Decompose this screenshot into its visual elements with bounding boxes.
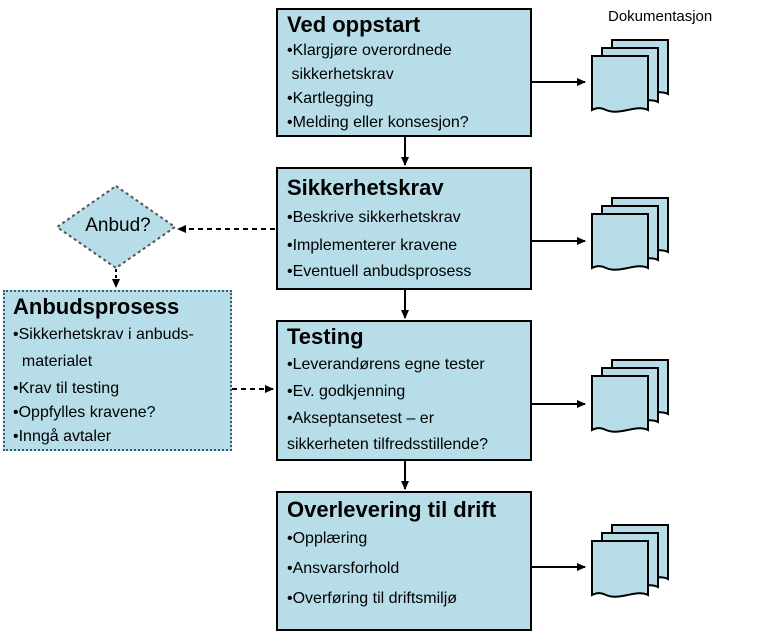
tender-line: materialet (13, 353, 93, 370)
step-overlevering-til-drift: Overlevering til drift •Opplæring •Ansva… (276, 491, 532, 631)
document-stack-icon (591, 197, 669, 271)
tender-line: •Oppfylles kravene? (13, 404, 156, 421)
step-sikkerhetskrav: Sikkerhetskrav •Beskrive sikkerhetskrav … (276, 167, 532, 290)
tender-title: Anbudsprosess (13, 294, 180, 319)
document-stack-icon (591, 359, 669, 433)
step-title: Sikkerhetskrav (287, 175, 444, 200)
document-stack-icon (591, 39, 669, 113)
step-line: •Klargjøre overordnede (287, 42, 452, 59)
step-line: •Eventuell anbudsprosess (287, 263, 472, 280)
tender-line: •Krav til testing (13, 380, 120, 397)
step-title: Ved oppstart (287, 12, 421, 37)
decision-label: Anbud? (85, 215, 151, 236)
step-line: •Melding eller konsesjon? (287, 114, 469, 131)
documentation-label: Dokumentasjon (608, 8, 713, 25)
step-line: •Opplæring (287, 530, 368, 547)
step-ved-oppstart: Ved oppstart •Klargjøre overordnede sikk… (276, 8, 532, 137)
tender-line: •Sikkerhetskrav i anbuds- (13, 326, 194, 343)
decision-diamond (55, 184, 177, 270)
step-line: •Beskrive sikkerhetskrav (287, 209, 461, 226)
tender-line: •Inngå avtaler (13, 428, 112, 445)
step-line: •Overføring til driftsmiljø (287, 590, 458, 607)
step-line: sikkerhetskrav (287, 66, 394, 83)
step-title: Overlevering til drift (287, 497, 497, 522)
step-line: •Ansvarsforhold (287, 560, 400, 577)
step-line: •Ev. godkjenning (287, 383, 406, 400)
step-line: •Kartlegging (287, 90, 374, 107)
document-stack-icon (591, 524, 669, 598)
step-line: •Akseptansetest – er (287, 410, 435, 427)
step-line: sikkerheten tilfredsstillende? (287, 436, 488, 453)
step-line: •Implementerer kravene (287, 237, 458, 254)
step-title: Testing (287, 324, 364, 349)
step-testing: Testing •Leverandørens egne tester •Ev. … (276, 320, 532, 461)
step-line: •Leverandørens egne tester (287, 356, 485, 373)
tender-process-box: Anbudsprosess •Sikkerhetskrav i anbuds- … (3, 290, 232, 451)
